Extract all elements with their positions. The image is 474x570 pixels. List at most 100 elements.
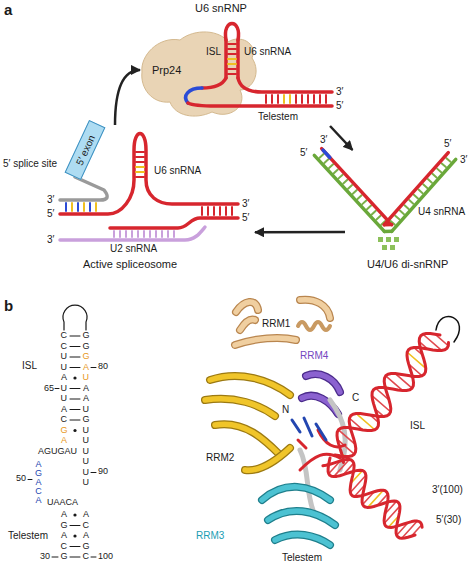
base-pair	[376, 216, 380, 220]
base-pair	[283, 95, 285, 103]
nucleotide-letter: A	[61, 373, 67, 383]
base-pair	[301, 95, 303, 103]
nucleotide-letter: U	[61, 363, 68, 373]
protein-ribbon	[300, 300, 330, 318]
nucleotide-letter: G	[61, 521, 68, 531]
base-pair	[348, 185, 352, 189]
base-pair	[339, 175, 343, 179]
wobble-dot	[73, 376, 76, 379]
nucleotide-letter: C	[61, 331, 68, 341]
base-pair	[173, 231, 175, 237]
base-pair	[395, 216, 399, 220]
base-pair	[83, 203, 85, 211]
part-label: RRM1	[262, 318, 290, 329]
protein-ribbon	[245, 448, 290, 470]
pair-bond	[70, 525, 80, 526]
protein-ribbon	[240, 319, 255, 330]
part-label: ISL	[410, 420, 425, 431]
base-pair	[409, 200, 413, 204]
base-pair	[136, 161, 144, 163]
protein-ribbon-edge	[236, 302, 258, 312]
base-pair	[271, 95, 273, 103]
base-pair	[89, 203, 91, 211]
rna-strand	[384, 223, 391, 227]
base-pair	[213, 207, 215, 215]
part-label: 5′	[336, 100, 343, 111]
part-label: 3′	[47, 194, 54, 205]
part-label: UAACA	[47, 498, 78, 508]
number-tick	[28, 479, 32, 480]
loop-outline	[63, 305, 87, 330]
protein-ribbon-edge	[210, 376, 290, 395]
nucleotide-letter: A	[83, 510, 89, 520]
nucleotide-letter: U	[83, 405, 90, 415]
residue-number: 65	[44, 384, 54, 394]
part-label: AGUGAU	[38, 447, 77, 457]
number-tick	[91, 367, 96, 368]
exon-box: 5′ exon	[65, 120, 106, 180]
part-label: RRM4	[300, 350, 328, 361]
rna-base	[298, 440, 306, 448]
residue-number: 100	[98, 552, 113, 562]
nucleotide-letter: A	[61, 405, 67, 415]
base-pair	[367, 206, 371, 210]
residue-number: 30	[40, 552, 50, 562]
part-label: RRM3	[196, 530, 224, 541]
base-pair	[334, 169, 338, 173]
base-pair	[442, 163, 446, 167]
rna-strand	[186, 88, 202, 103]
protein-shape	[142, 32, 256, 116]
nucleotide-letter: U	[61, 384, 68, 394]
nucleotide-letter: U	[61, 394, 68, 404]
base-pair	[228, 68, 236, 70]
base-pair	[113, 231, 115, 237]
rna-strand	[238, 78, 332, 92]
base-pair	[136, 171, 144, 173]
pair-bond	[70, 420, 80, 421]
base-pair	[418, 190, 422, 194]
part-label: Telestem	[282, 552, 322, 563]
protein-ribbon-edge	[215, 424, 280, 455]
rna-backbone	[337, 343, 449, 463]
base-pair	[432, 174, 436, 178]
nucleotide-letter: C	[83, 521, 90, 531]
cycle-arrow	[330, 126, 352, 150]
cycle-arrow	[115, 70, 140, 125]
part-label: 3′(100)	[432, 484, 463, 495]
box-text: 5′ exon	[73, 133, 96, 167]
base-pair	[65, 203, 67, 211]
nucleotide-letter: G	[83, 352, 90, 362]
panel-letter: a	[4, 2, 12, 19]
base-pair	[149, 231, 151, 237]
part-label: Telestem	[258, 111, 298, 122]
rna-base	[316, 424, 326, 440]
node-label: U6 snRNP	[195, 2, 247, 14]
wobble-dot	[73, 513, 76, 516]
part-label: U6 snRNA	[244, 46, 291, 57]
pair-bond	[70, 409, 80, 410]
nucleotide-letter: A	[61, 510, 67, 520]
pair-bond	[70, 346, 80, 347]
base-pair	[201, 207, 203, 215]
part-label: RRM2	[206, 452, 234, 463]
base-pair	[343, 180, 347, 184]
protein-ribbon-edge	[245, 448, 290, 470]
protein-ribbon-edge	[205, 399, 275, 416]
protein-ribbon	[236, 302, 258, 312]
rna-strand	[110, 218, 238, 228]
part-label: 5′	[444, 138, 451, 149]
base-pair	[136, 156, 144, 158]
nucleotide-letter: C	[61, 342, 68, 352]
part-label: 3′	[47, 234, 54, 245]
base-pair	[228, 63, 236, 65]
base-pair	[119, 231, 121, 237]
protein-ribbon	[275, 535, 330, 545]
base-pair	[77, 203, 79, 211]
rna-loop	[225, 24, 238, 41]
protein-ribbon	[262, 487, 330, 500]
base-pair	[358, 195, 362, 199]
part-label: U6 snRNA	[154, 165, 201, 176]
pair-bond	[70, 399, 80, 400]
protein-ribbon	[235, 338, 296, 345]
